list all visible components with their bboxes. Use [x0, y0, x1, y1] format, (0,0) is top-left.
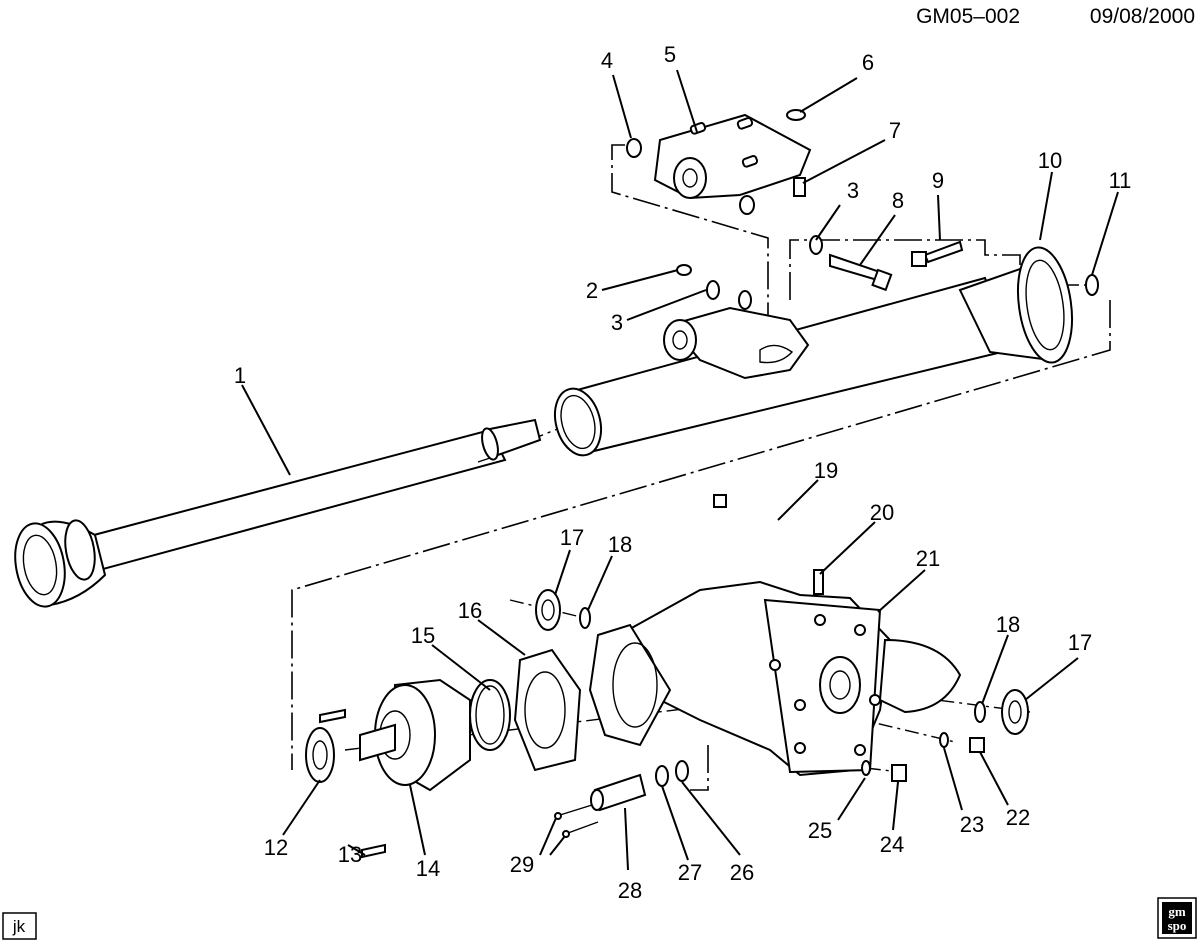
callout-25: 25 — [808, 818, 832, 843]
o-ring-18-left — [579, 607, 591, 629]
callout-17-left: 17 — [560, 525, 584, 550]
torque-tube — [553, 246, 1073, 457]
callout-12: 12 — [264, 835, 288, 860]
artist-initials: jk — [12, 917, 26, 936]
seal-17-left — [535, 589, 561, 631]
axle-housing — [608, 580, 962, 777]
illustration-date: 09/08/2000 — [1090, 5, 1195, 28]
mount-bracket — [653, 113, 812, 200]
callout-7: 7 — [889, 118, 901, 143]
sensor-assembly — [554, 760, 689, 838]
callout-14: 14 — [416, 856, 440, 881]
illustration-id: GM05–002 — [916, 5, 1020, 28]
callout-18-left: 18 — [608, 532, 632, 557]
callout-8: 8 — [892, 188, 904, 213]
callout-6: 6 — [862, 50, 874, 75]
logo-line-1: gm — [1168, 904, 1186, 919]
pinion-gear-assembly — [359, 678, 471, 792]
right-side-seals — [861, 689, 1029, 782]
callout-27: 27 — [678, 860, 702, 885]
callout-28: 28 — [618, 878, 642, 903]
callout-10: 10 — [1038, 148, 1062, 173]
callout-23: 23 — [960, 812, 984, 837]
tube-mount-bushing — [663, 306, 810, 380]
callout-labels: 1 2 3 3 4 5 6 7 8 9 10 11 12 13 14 15 16… — [234, 42, 1132, 903]
vent-hose — [713, 494, 824, 595]
callout-1: 1 — [234, 363, 246, 388]
axle-flange-plate — [588, 623, 672, 747]
logo-line-2: spo — [1168, 918, 1187, 933]
callout-4: 4 — [601, 48, 613, 73]
callout-3a: 3 — [611, 310, 623, 335]
gasket-16 — [513, 648, 582, 772]
callout-22: 22 — [1006, 805, 1030, 830]
callout-5: 5 — [664, 42, 676, 67]
callout-2: 2 — [586, 278, 598, 303]
bolts-13 — [319, 708, 386, 859]
gmspo-logo: gm spo — [1157, 897, 1197, 939]
callout-21: 21 — [916, 546, 940, 571]
callout-24: 24 — [880, 832, 904, 857]
callout-13: 13 — [338, 842, 362, 867]
callout-18-right: 18 — [996, 612, 1020, 637]
callout-15: 15 — [411, 623, 435, 648]
callout-19: 19 — [814, 458, 838, 483]
leader-lines — [241, 69, 1119, 871]
callout-17-right: 17 — [1068, 630, 1092, 655]
artist-badge: jk — [2, 912, 37, 940]
callout-26: 26 — [730, 860, 754, 885]
callout-16: 16 — [458, 598, 482, 623]
propeller-shaft — [14, 418, 542, 608]
seal-12 — [305, 727, 335, 783]
callout-29: 29 — [510, 852, 534, 877]
callout-20: 20 — [870, 500, 894, 525]
callout-3b: 3 — [847, 178, 859, 203]
upper-hardware — [626, 109, 1099, 310]
o-ring-15 — [469, 679, 511, 751]
callout-11: 11 — [1109, 168, 1132, 193]
callout-9: 9 — [932, 168, 944, 193]
